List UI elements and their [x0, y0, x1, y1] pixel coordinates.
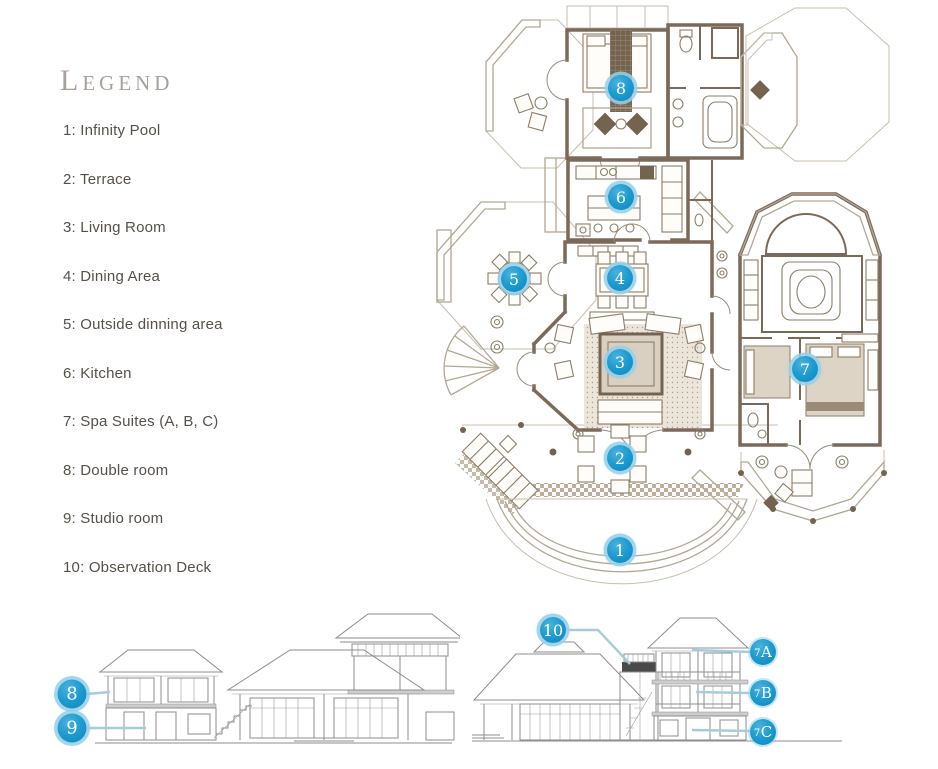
kitchen	[566, 158, 713, 242]
bathroom-block	[666, 23, 744, 160]
suite-a-prefix: 7	[754, 647, 761, 659]
observation-deck-structure	[619, 653, 659, 741]
legend-item-observation-deck: 10: Observation Deck	[63, 558, 212, 576]
legend-list: 1: Infinity Pool 2: Terrace 3: Living Ro…	[63, 122, 390, 577]
plan-marker-kitchen: 6	[608, 184, 634, 210]
floor-plan-drawing: .w{stroke:#7b6a59;stroke-width:3.5;fill:…	[436, 5, 890, 585]
plan-marker-double-room: 8	[608, 75, 634, 101]
elevation-marker-double-room: 8	[57, 679, 87, 709]
elevation-right-drawing: .g2{stroke:#8d8d8d;stroke-width:1;fill:n…	[472, 617, 842, 742]
leader-lines-right	[566, 628, 751, 733]
plan-marker-living-room: 3	[607, 349, 633, 375]
plan-marker-outside-dining: 5	[501, 266, 527, 292]
legend-item-living-room: 3: Living Room	[63, 219, 166, 236]
suite-a-letter: A	[761, 643, 772, 661]
studio-block	[98, 649, 252, 741]
main-pavilion	[226, 649, 426, 742]
leader-lines-left	[86, 690, 146, 730]
plan-marker-dining-area: 4	[607, 265, 633, 291]
legend-item-terrace: 2: Terrace	[63, 170, 132, 188]
elevation-marker-observation-deck: 10	[540, 617, 566, 643]
suite-c-prefix: 7	[753, 727, 761, 739]
suite-b-letter: B	[760, 684, 772, 702]
plan-marker-infinity-pool: 1	[607, 537, 633, 563]
legend-item-studio-room: 9: Studio room	[63, 510, 164, 527]
legend: Legend 1: Infinity Pool 2: Terrace 3: Li…	[60, 64, 390, 607]
legend-item-double-room: 8: Double room	[63, 461, 169, 479]
legend-title: Legend	[60, 64, 174, 97]
legend-item-dining-area: 4: Dining Area	[63, 267, 161, 285]
top-left-terrace	[513, 92, 548, 132]
suite-b-prefix: 7	[754, 688, 761, 700]
terrace	[460, 422, 692, 510]
legend-item-kitchen: 6: Kitchen	[63, 364, 132, 382]
right-gazebo	[740, 32, 798, 149]
spa-tower	[646, 617, 750, 741]
spa-wing	[737, 192, 887, 524]
plan-marker-spa-suites: 7	[792, 356, 818, 382]
elevation-left-drawing: .g{stroke:#8d8d8d;stroke-width:1;fill:no…	[86, 613, 460, 744]
legend-item-outside-dining: 5: Outside dinning area	[63, 316, 223, 333]
beach-pavilion	[472, 641, 646, 741]
elevation-marker-studio-room: 9	[57, 713, 87, 743]
plan-marker-terrace: 2	[607, 445, 633, 471]
fan-stairs	[443, 325, 465, 396]
back-tower	[334, 613, 460, 741]
legend-item-spa-suites: 7: Spa Suites (A, B, C)	[63, 413, 219, 430]
double-room-walls	[546, 28, 670, 179]
legend-item-infinity-pool: 1: Infinity Pool	[63, 122, 161, 139]
suite-c-letter: C	[760, 723, 773, 741]
